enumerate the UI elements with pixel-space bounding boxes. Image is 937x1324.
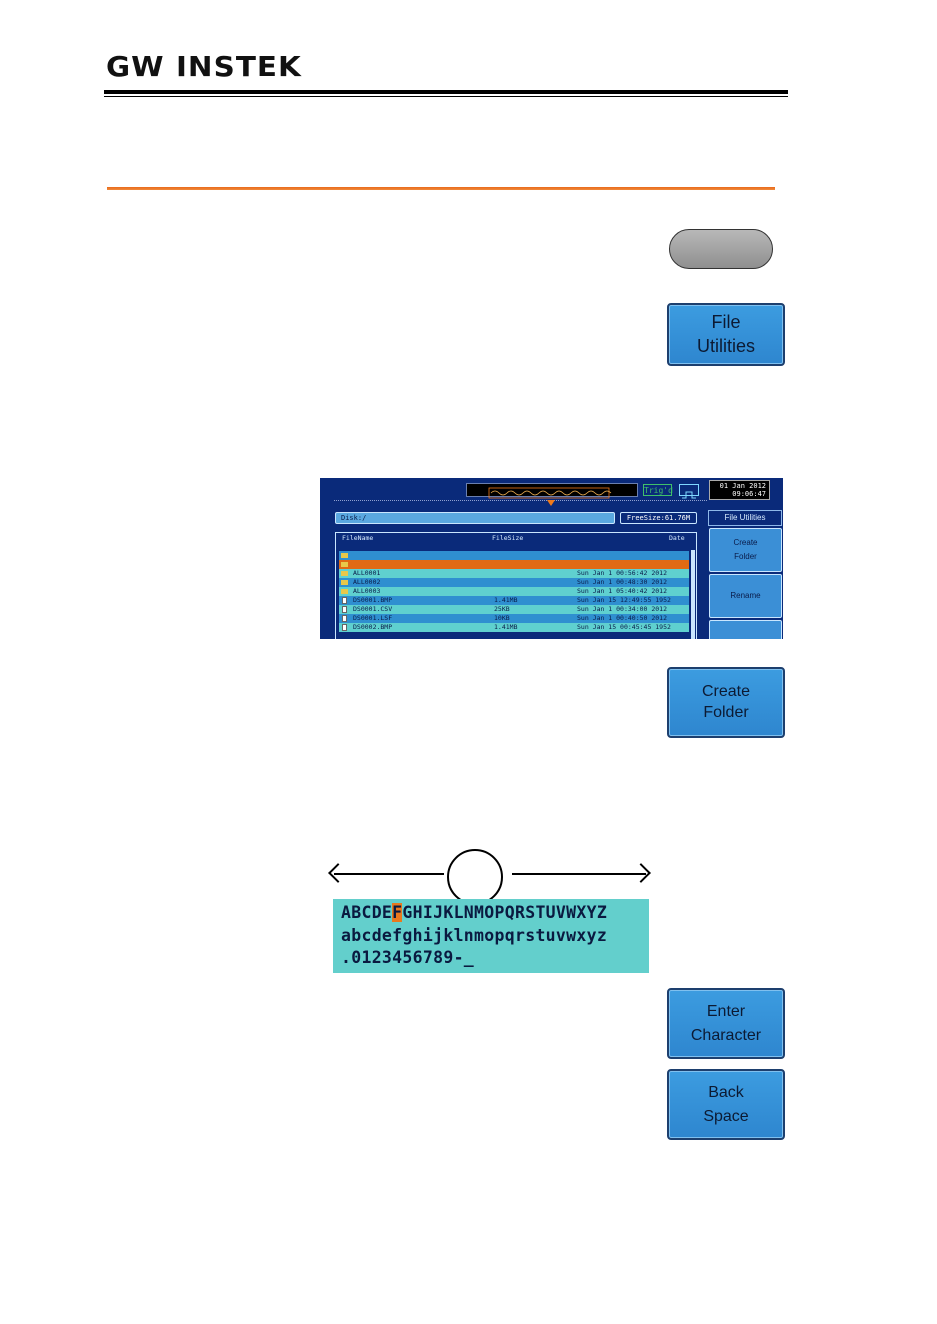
waveform-icon bbox=[488, 487, 612, 499]
file-row[interactable]: ALL0002 Sun Jan 1 00:48:30 2012 bbox=[339, 578, 689, 587]
arrow-left-line bbox=[334, 873, 444, 875]
arrow-right-line bbox=[512, 873, 646, 875]
softkey-label-line1: Create bbox=[701, 682, 751, 700]
file-list-header: FileName FileSize Date bbox=[336, 533, 696, 543]
file-utilities-screen: Trig'd 01 Jan 2012 09:06:47 Disk:/ FreeS… bbox=[320, 478, 783, 639]
file-date: Sun Jan 1 00:56:42 2012 bbox=[577, 569, 668, 577]
file-date: Sun Jan 1 00:48:30 2012 bbox=[577, 578, 668, 586]
softkey-label-line2: Utilities bbox=[696, 335, 755, 356]
menu-button-label-line1: Create bbox=[733, 538, 758, 547]
column-filename: FileName bbox=[342, 534, 374, 542]
file-date: Sun Jan 1 05:40:42 2012 bbox=[577, 587, 668, 595]
file-icon bbox=[342, 597, 347, 604]
header-rule bbox=[104, 90, 788, 94]
trigger-position-marker-icon bbox=[547, 500, 555, 506]
waveform-overview bbox=[466, 483, 638, 499]
time-text: 09:06:47 bbox=[732, 490, 766, 498]
free-size-indicator: FreeSize:61.76M bbox=[620, 512, 697, 524]
back-space-softkey[interactable]: Back Space bbox=[667, 1069, 785, 1140]
gw-instek-logo: GW INSTEK bbox=[106, 50, 302, 83]
arrow-right-icon bbox=[631, 863, 651, 883]
trigger-status: Trig'd bbox=[643, 484, 673, 496]
file-row[interactable]: DS0001.BMP 1.41MB Sun Jan 15 12:49:55 1952 bbox=[339, 596, 689, 605]
uppercase-before: ABCDE bbox=[341, 903, 393, 922]
file-name: DS0001.LSF bbox=[353, 614, 393, 622]
file-name: ALL0001 bbox=[353, 569, 381, 577]
file-size: 25KB bbox=[494, 605, 510, 613]
file-list-scrollbar[interactable] bbox=[691, 550, 695, 639]
character-selector[interactable]: ABCDEFGHIJKLNMOPQRSTUVWXYZ abcdefghijkln… bbox=[333, 899, 649, 973]
date-time-display: 01 Jan 2012 09:06:47 bbox=[709, 480, 770, 500]
section-divider bbox=[107, 187, 775, 190]
file-date: Sun Jan 1 00:40:50 2012 bbox=[577, 614, 668, 622]
uppercase-after: GHIJKLNMOPQRSTUVWXYZ bbox=[402, 903, 608, 922]
file-size: 1.41MB bbox=[494, 623, 518, 631]
arrow-left-icon bbox=[328, 863, 348, 883]
header-rule-thin bbox=[104, 96, 788, 97]
file-row[interactable] bbox=[339, 551, 689, 560]
file-size: 10KB bbox=[494, 614, 510, 622]
file-size: 1.41MB bbox=[494, 596, 518, 604]
rename-menu-button[interactable]: Rename bbox=[709, 574, 782, 618]
selected-character[interactable]: F bbox=[392, 903, 403, 922]
file-row[interactable]: ALL0001 Sun Jan 1 00:56:42 2012 bbox=[339, 569, 689, 578]
menu-button-label: Rename bbox=[730, 591, 761, 600]
file-row[interactable]: DS0002.BMP 1.41MB Sun Jan 15 00:45:45 1952 bbox=[339, 623, 689, 632]
next-menu-button[interactable] bbox=[709, 620, 782, 639]
file-row[interactable]: ALL0003 Sun Jan 1 05:40:42 2012 bbox=[339, 587, 689, 596]
divider bbox=[334, 500, 707, 501]
file-date: Sun Jan 15 12:49:55 1952 bbox=[577, 596, 671, 604]
file-name: DS0001.BMP bbox=[353, 596, 393, 604]
utility-hardware-button[interactable] bbox=[669, 229, 773, 269]
folder-icon bbox=[341, 580, 348, 585]
file-icon bbox=[342, 606, 347, 613]
symbol-row: .0123456789-_ bbox=[341, 948, 475, 967]
file-name: ALL0003 bbox=[353, 587, 381, 595]
folder-icon bbox=[341, 589, 348, 594]
file-name: DS0001.CSV bbox=[353, 605, 393, 613]
column-filesize: FileSize bbox=[492, 534, 524, 542]
file-date: Sun Jan 1 00:34:00 2012 bbox=[577, 605, 668, 613]
folder-icon bbox=[341, 562, 348, 567]
variable-knob-icon[interactable] bbox=[447, 849, 503, 905]
create-folder-softkey[interactable]: Create Folder bbox=[667, 667, 785, 738]
softkey-label-line1: File bbox=[711, 312, 741, 333]
file-name: DS0002.BMP bbox=[353, 623, 393, 631]
pulse-icon bbox=[679, 484, 699, 499]
menu-button-label-line2: Folder bbox=[734, 552, 757, 561]
file-date: Sun Jan 15 00:45:45 1952 bbox=[577, 623, 671, 631]
file-row[interactable]: DS0001.LSF 10KB Sun Jan 1 00:40:50 2012 bbox=[339, 614, 689, 623]
softkey-label-line1: Back bbox=[708, 1083, 744, 1101]
softkey-label-line2: Space bbox=[703, 1107, 749, 1125]
lowercase-row: abcdefghijklnmopqrstuvwxyz bbox=[341, 926, 608, 945]
file-utilities-menu-title: File Utilities bbox=[708, 510, 782, 526]
enter-character-softkey[interactable]: Enter Character bbox=[667, 988, 785, 1059]
folder-icon bbox=[341, 553, 348, 558]
file-icon bbox=[342, 615, 347, 622]
file-name: ALL0002 bbox=[353, 578, 381, 586]
file-row[interactable] bbox=[339, 560, 689, 569]
softkey-label-line1: Enter bbox=[706, 1002, 746, 1020]
date-text: 01 Jan 2012 bbox=[719, 482, 766, 490]
folder-icon bbox=[341, 571, 348, 576]
file-row[interactable]: DS0001.CSV 25KB Sun Jan 1 00:34:00 2012 bbox=[339, 605, 689, 614]
softkey-label-line2: Folder bbox=[703, 703, 749, 721]
file-utilities-softkey[interactable]: File Utilities bbox=[667, 303, 785, 366]
column-date: Date bbox=[669, 534, 685, 542]
uppercase-row: ABCDEFGHIJKLNMOPQRSTUVWXYZ bbox=[341, 903, 607, 922]
create-folder-menu-button[interactable]: Create Folder bbox=[709, 528, 782, 572]
file-icon bbox=[342, 624, 347, 631]
path-bar: Disk:/ bbox=[335, 512, 615, 524]
softkey-label-line2: Character bbox=[690, 1026, 762, 1044]
